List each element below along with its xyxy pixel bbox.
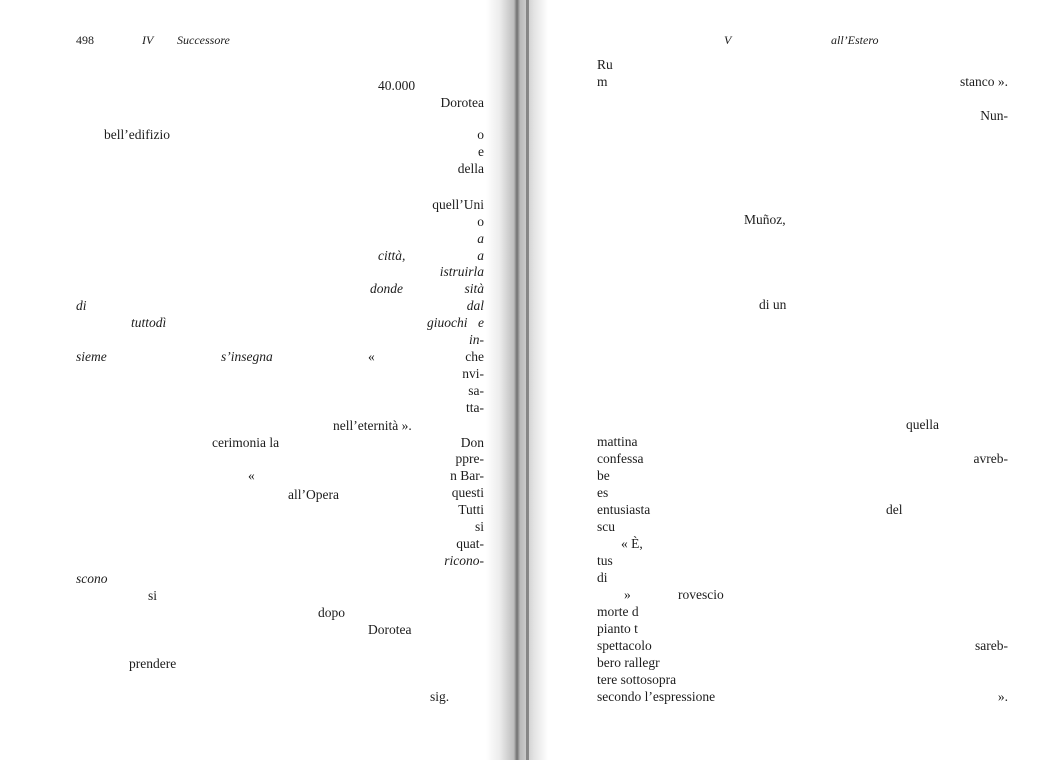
text-fragment: « — [368, 349, 375, 364]
text-fragment: scu — [597, 519, 615, 534]
running-head-title: all’Estero — [831, 33, 879, 47]
text-fragment: morte d — [597, 604, 639, 619]
text-fragment: scono — [76, 571, 108, 586]
text-fragment: e — [478, 144, 484, 159]
text-fragment: be — [597, 468, 610, 483]
text-fragment: ppre- — [455, 451, 484, 466]
text-fragment: sig. — [430, 689, 450, 704]
text-fragment: a — [477, 248, 484, 263]
text-fragment: tus — [597, 553, 613, 568]
book-fold-line — [526, 0, 529, 760]
text-fragment: e — [478, 315, 484, 330]
text-fragment: tta- — [466, 400, 484, 415]
text-fragment: sareb- — [975, 638, 1008, 653]
text-fragment: dal — [466, 298, 484, 313]
text-fragment: rovescio — [678, 587, 724, 602]
text-fragment: es — [597, 485, 609, 500]
running-head-chapter: IV — [142, 33, 154, 47]
text-fragment: bero rallegr — [597, 655, 660, 670]
text-fragment: « — [248, 468, 255, 483]
text-fragment: « È, — [621, 536, 643, 551]
text-fragment: all’Opera — [288, 487, 339, 502]
text-fragment: s’insegna — [221, 349, 273, 364]
text-fragment: entusiasta — [597, 502, 651, 517]
text-fragment: del — [886, 502, 903, 517]
text-fragment: quell’Uni — [432, 197, 484, 212]
text-fragment: sa- — [468, 383, 484, 398]
running-head-title: Successore — [177, 33, 230, 47]
text-fragment: ». — [997, 689, 1008, 704]
text-fragment: o — [477, 127, 484, 142]
text-fragment: sità — [464, 281, 484, 296]
text-fragment: di un — [759, 297, 787, 312]
text-fragment: Nun- — [980, 108, 1008, 123]
text-fragment: Dorotea — [440, 95, 484, 110]
text-fragment: Muñoz, — [744, 212, 786, 227]
text-fragment: tere sottosopra — [597, 672, 677, 687]
text-fragment: istruirla — [439, 264, 484, 279]
text-fragment: di — [597, 570, 608, 585]
text-fragment: prendere — [129, 656, 177, 671]
text-fragment: quat- — [456, 536, 484, 551]
text-fragment: Don — [460, 435, 484, 450]
text-fragment: confessa — [597, 451, 644, 466]
text-fragment: Tutti — [458, 502, 484, 517]
text-fragment: ricono- — [444, 553, 484, 568]
text-fragment: giuochi — [427, 315, 468, 330]
text-fragment: di — [76, 298, 87, 313]
text-fragment: Dorotea — [368, 622, 412, 637]
text-fragment: bell’edifizio — [104, 127, 170, 142]
text-fragment: o — [477, 214, 484, 229]
text-fragment: in- — [469, 332, 484, 347]
right-page: V all’Estero Ru m stanco ». Nun- Muñoz, … — [540, 0, 1056, 760]
text-fragment: m — [597, 74, 608, 89]
text-fragment: Ru — [597, 57, 613, 72]
text-fragment: sieme — [76, 349, 107, 364]
text-fragment: a — [477, 231, 484, 246]
text-fragment: n Bar- — [450, 468, 484, 483]
text-fragment: donde — [370, 281, 403, 296]
text-fragment: quella — [906, 417, 939, 432]
text-fragment: della — [457, 161, 484, 176]
text-fragment: stanco ». — [960, 74, 1008, 89]
text-fragment: pianto t — [597, 621, 638, 636]
running-head-chapter: V — [724, 33, 732, 47]
text-fragment: 40.000 — [378, 78, 416, 93]
text-fragment: tuttodì — [131, 315, 167, 330]
text-fragment: spettacolo — [597, 638, 652, 653]
book-gutter-shadow — [486, 0, 548, 760]
text-fragment: nell’eternità ». — [333, 418, 412, 433]
text-fragment: questi — [451, 485, 484, 500]
text-fragment: si — [148, 588, 158, 603]
text-fragment: si — [474, 519, 484, 534]
text-fragment: cerimonia la — [212, 435, 280, 450]
text-fragment: » — [624, 587, 631, 602]
text-fragment: mattina — [597, 434, 638, 449]
left-page: 498 IV Successore 40.000 Dorotea bell’ed… — [0, 0, 512, 760]
text-fragment: dopo — [318, 605, 345, 620]
text-fragment: avreb- — [973, 451, 1008, 466]
text-fragment: città, — [378, 248, 406, 263]
text-fragment: che — [465, 349, 484, 364]
text-fragment: nvi- — [462, 366, 484, 381]
page-number: 498 — [76, 33, 94, 47]
text-fragment: secondo l’espressione — [597, 689, 716, 704]
